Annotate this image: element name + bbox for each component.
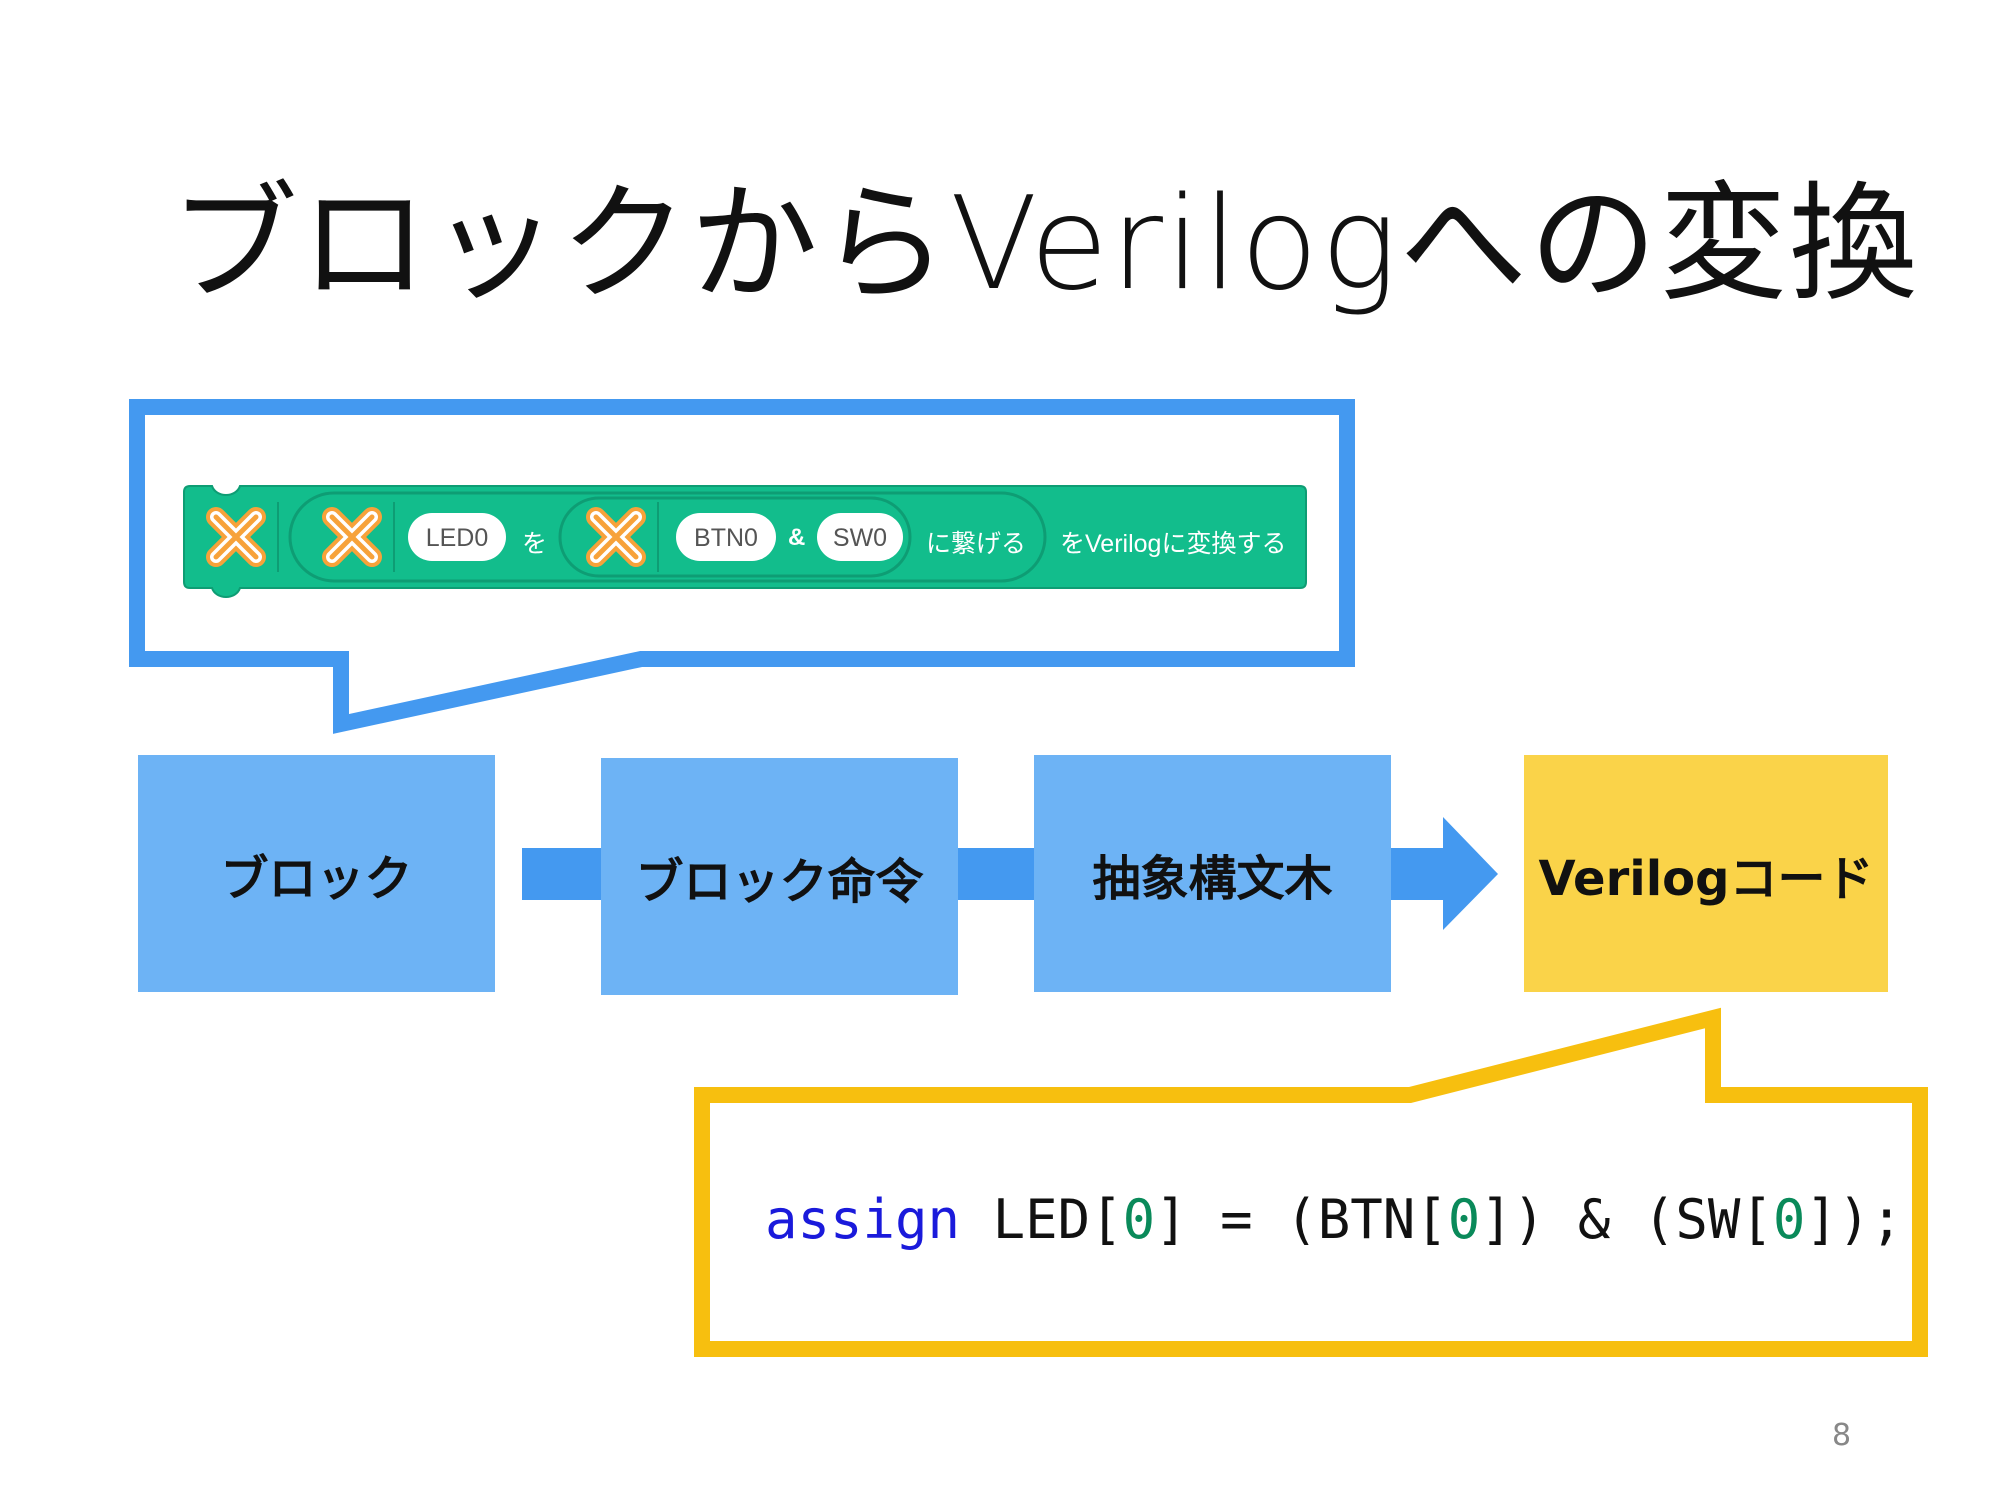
- flow-step-block-command: ブロック命令: [601, 758, 958, 995]
- x-icon: [596, 517, 636, 557]
- block-callout: [129, 399, 1355, 734]
- flow-step-label: ブロック命令: [635, 853, 924, 910]
- code-keyword: assign: [765, 1188, 961, 1251]
- flow-step-label: 抽象構文木: [1092, 850, 1333, 907]
- code-text: ]);: [1805, 1188, 1903, 1251]
- code-text: ]) & (SW[: [1480, 1188, 1773, 1251]
- code-text: ] = (BTN[: [1155, 1188, 1448, 1251]
- verilog-block[interactable]: LED0 を BTN0 & SW0 に繋げる をVerilogに変換する: [180, 480, 1310, 614]
- pill-led[interactable]: LED0: [425, 524, 489, 552]
- flow-arrow-bar-3: [1389, 848, 1445, 900]
- flow-step-block: ブロック: [138, 755, 495, 992]
- pill-sw[interactable]: SW0: [832, 524, 888, 552]
- code-callout: [694, 1007, 1928, 1357]
- block-shape: [183, 485, 1307, 598]
- code-number: 0: [1122, 1188, 1156, 1251]
- label-convert: をVerilogに変換する: [1060, 530, 1287, 558]
- code-text: LED[: [960, 1188, 1123, 1251]
- verilog-code-line: assign LED[0] = (BTN[0]) & (SW[0]);: [765, 1188, 1903, 1251]
- flow-arrow-bar-2: [956, 848, 1036, 900]
- flow-step-label: Verilogコード: [1538, 850, 1874, 907]
- code-number: 0: [1772, 1188, 1806, 1251]
- flow-step-ast: 抽象構文木: [1034, 755, 1391, 992]
- label-amp: &: [788, 524, 806, 551]
- pill-btn[interactable]: BTN0: [694, 524, 758, 552]
- flow-arrow-bar-1: [522, 848, 604, 900]
- label-connect: に繋げる: [926, 530, 1027, 558]
- page-number: 8: [1832, 1418, 1852, 1453]
- x-icon: [332, 517, 372, 557]
- code-number: 0: [1447, 1188, 1481, 1251]
- x-icon: [216, 517, 256, 557]
- slide-title: ブロックからVerilogへの変換: [170, 170, 1920, 319]
- label-wo: を: [522, 530, 548, 558]
- flow-arrowhead: [1443, 817, 1498, 930]
- flow-step-verilog-code: Verilogコード: [1524, 755, 1888, 992]
- flow-step-label: ブロック: [220, 850, 413, 907]
